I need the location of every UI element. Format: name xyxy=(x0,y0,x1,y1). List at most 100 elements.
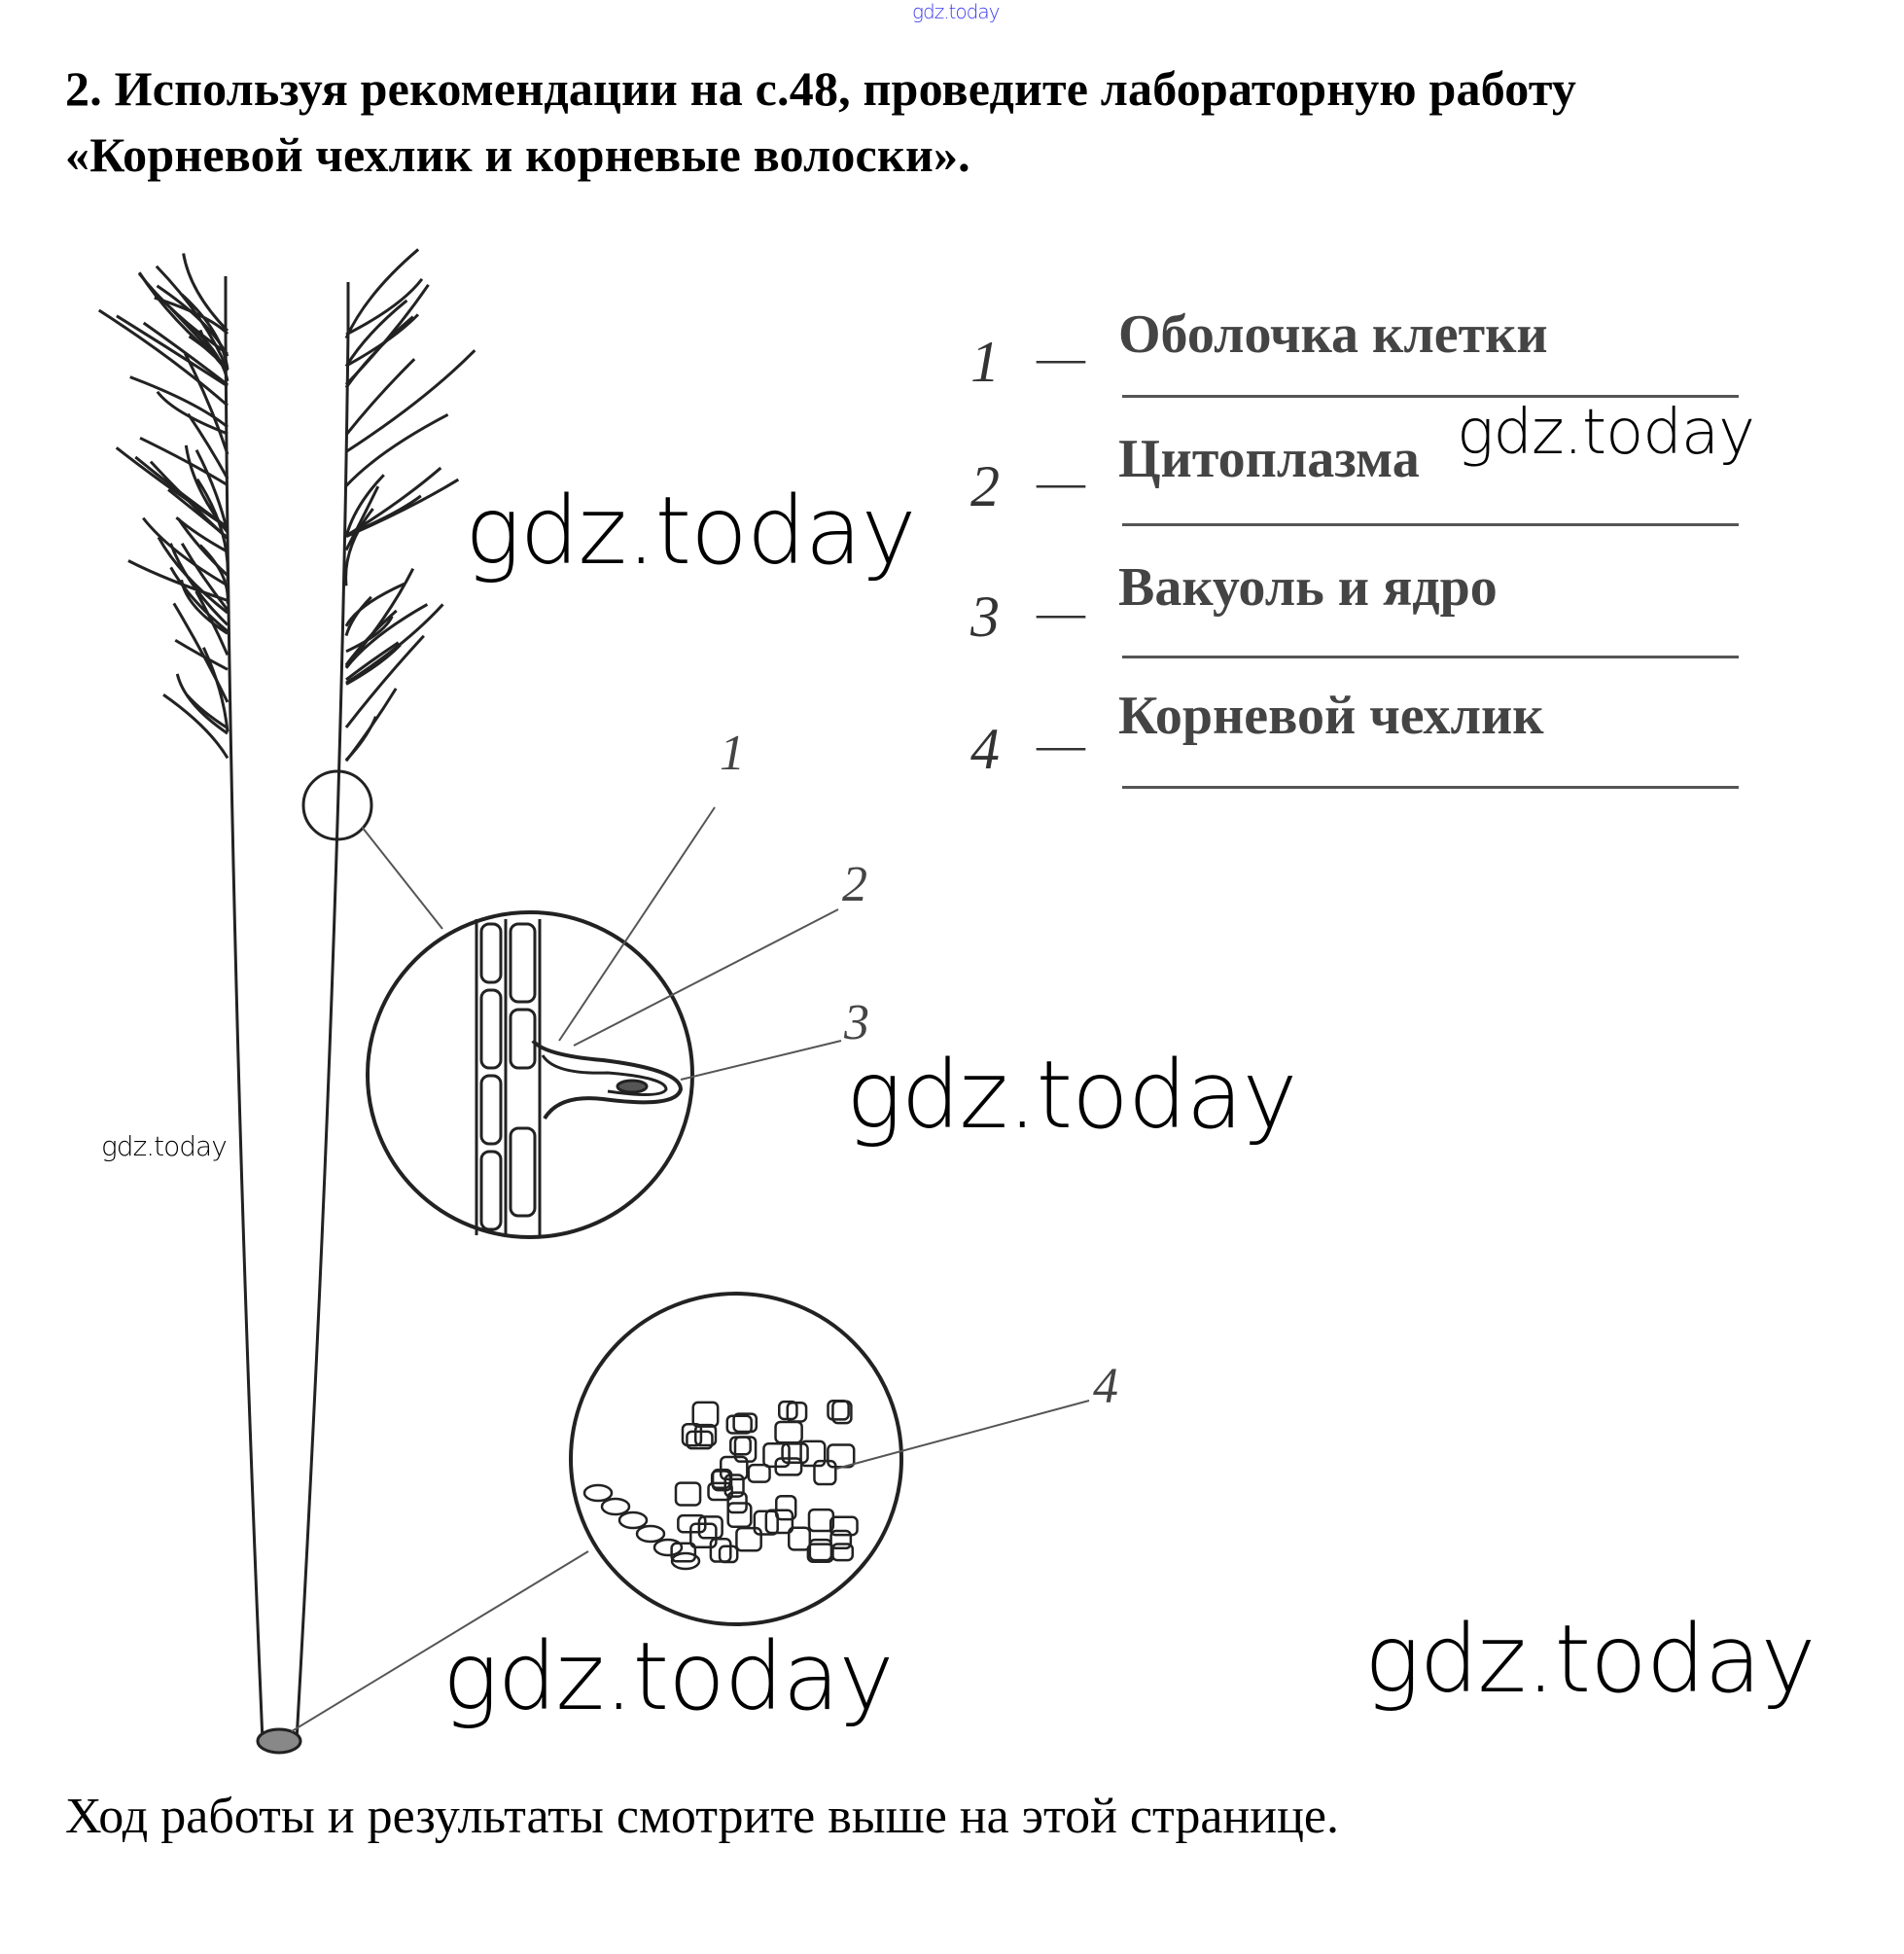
legend-dash: — xyxy=(1037,717,1085,771)
legend-label: Оболочка клетки xyxy=(1118,304,1548,365)
legend-label: Цитоплазма xyxy=(1118,429,1420,489)
figure-label-3: 3 xyxy=(844,995,869,1050)
answer-line xyxy=(1122,523,1739,526)
cap-cell xyxy=(670,1551,701,1571)
root-hair xyxy=(345,603,444,685)
root-hair xyxy=(345,349,476,453)
cap-cell xyxy=(710,1470,732,1489)
root-hair xyxy=(156,284,229,357)
root-tip xyxy=(256,1727,302,1755)
root-hair xyxy=(344,603,429,669)
root-hair-magnified xyxy=(366,910,694,1239)
root-hair xyxy=(149,460,229,540)
figure-label-1: 1 xyxy=(720,726,745,781)
cap-cell xyxy=(807,1508,835,1533)
answer-line xyxy=(1122,786,1739,789)
cap-cell xyxy=(635,1524,666,1544)
cap-cell xyxy=(728,1436,752,1456)
cap-cell xyxy=(670,1542,697,1563)
root-hair xyxy=(344,412,449,487)
cap-cell xyxy=(735,1526,762,1552)
root-hair xyxy=(174,638,229,671)
task-title-line-1: 2. Используя рекомендации на с.48, прове… xyxy=(65,61,1577,116)
legend-dash: — xyxy=(1037,454,1085,509)
watermark: gdz.today xyxy=(1364,1605,1816,1714)
root-hair xyxy=(142,516,229,587)
cap-cell xyxy=(726,1502,753,1528)
root-cap-cells xyxy=(582,1400,859,1571)
task-title-line-2: «Корневой чехлик и корневые волоски». xyxy=(65,127,970,182)
cap-cell xyxy=(753,1510,779,1536)
root-hair xyxy=(344,595,372,636)
cap-cell xyxy=(725,1414,753,1435)
root-hair xyxy=(345,277,424,337)
connector-line xyxy=(361,826,443,930)
root-hair xyxy=(344,315,414,389)
cap-cell xyxy=(681,1422,703,1447)
root-hair xyxy=(345,466,442,538)
root-hair xyxy=(345,643,402,686)
root-hair xyxy=(127,559,229,602)
root-hair xyxy=(180,579,229,635)
pointer-line-2 xyxy=(573,908,839,1047)
cap-cell xyxy=(697,1515,723,1540)
watermark-top: gdz.today xyxy=(912,0,1000,23)
root-hair xyxy=(116,314,229,388)
cap-cell xyxy=(762,1442,791,1469)
legend-number: 3 xyxy=(970,585,1000,649)
footer-text: Ход работы и результаты смотрите выше на… xyxy=(65,1789,1339,1844)
pointer-line-1 xyxy=(558,806,716,1042)
watermark: gdz.today xyxy=(465,477,916,586)
root-hair xyxy=(157,536,229,615)
root-hairs xyxy=(97,248,476,763)
cap-cell xyxy=(764,1509,794,1535)
root-hair xyxy=(345,615,394,654)
root-hair xyxy=(169,566,229,633)
root-hair xyxy=(129,375,229,429)
pointer-line-3 xyxy=(680,1040,842,1081)
root-hair xyxy=(344,474,385,538)
root-outline xyxy=(224,276,350,1742)
cap-cell xyxy=(775,1494,797,1521)
root-hair xyxy=(344,248,420,339)
figure-label-4: 4 xyxy=(1093,1359,1118,1414)
root-hair xyxy=(115,446,229,529)
figure-label-2: 2 xyxy=(842,857,867,912)
root-hair xyxy=(344,582,405,627)
cap-cell xyxy=(747,1463,771,1483)
root-hair xyxy=(345,478,460,539)
root-hair xyxy=(139,436,229,486)
root-hair xyxy=(345,641,400,682)
legend-dash: — xyxy=(1037,330,1085,384)
root-hair xyxy=(172,602,229,703)
pointer-line-4 xyxy=(835,1400,1090,1470)
root-hair xyxy=(344,299,408,368)
cap-cell xyxy=(831,1400,853,1425)
watermark: gdz.today xyxy=(846,1041,1297,1150)
cap-cell xyxy=(799,1439,827,1468)
cap-cell xyxy=(774,1420,803,1444)
watermark: gdz.today xyxy=(442,1622,894,1731)
cap-cell xyxy=(652,1538,684,1557)
cap-cell xyxy=(718,1545,739,1564)
root-hair xyxy=(344,508,374,586)
answer-line xyxy=(1122,395,1739,398)
root-hair xyxy=(180,543,229,611)
root-hair xyxy=(182,253,229,333)
legend-label: Вакуоль и ядро xyxy=(1118,557,1498,618)
cap-cell xyxy=(829,1515,859,1537)
root-hair xyxy=(175,515,229,553)
legend-number: 1 xyxy=(970,330,1000,394)
watermark: gdz.today xyxy=(1457,397,1755,469)
cap-cell xyxy=(686,1430,714,1450)
cap-cell xyxy=(693,1423,718,1447)
root-hair xyxy=(344,634,425,728)
root-hair xyxy=(169,543,229,626)
root-hair xyxy=(344,485,380,551)
root-hair xyxy=(194,449,229,533)
root-hair xyxy=(194,590,229,657)
cap-cell xyxy=(691,1401,720,1428)
cap-cell xyxy=(732,1412,758,1434)
cap-cell xyxy=(830,1543,854,1562)
